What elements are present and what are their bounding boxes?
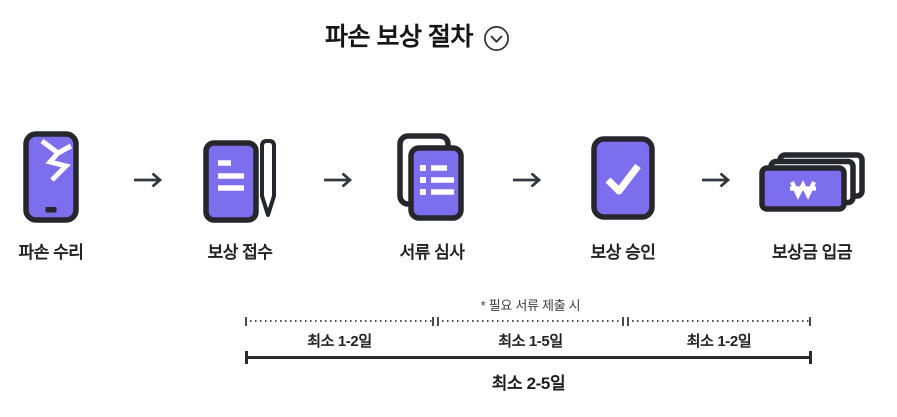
- flow-arrow-icon: [511, 171, 545, 189]
- page-title: 파손 보상 절차: [325, 23, 473, 51]
- chevron-down-circle-icon[interactable]: [483, 25, 510, 52]
- step-claim-submission: 보상 접수: [160, 125, 320, 263]
- total-duration-label: 최소 2-5일: [491, 374, 566, 393]
- step-approval: 보상 승인: [543, 125, 703, 263]
- cracked-phone-icon: [23, 131, 79, 223]
- step-icon-box: [203, 125, 277, 223]
- step-label: 보상 승인: [590, 243, 656, 262]
- step-label: 서류 심사: [399, 243, 465, 262]
- won-bills-icon: [759, 152, 865, 212]
- step-icon-box: [759, 125, 865, 223]
- step-icon-box: [397, 125, 467, 223]
- timeline-segment-1: 최소 1-2일: [245, 316, 434, 351]
- stacked-documents-icon: [397, 133, 464, 221]
- step-icon-box: [23, 125, 79, 223]
- step-label: 보상금 입금: [772, 243, 852, 262]
- segment-label: 최소 1-2일: [686, 333, 752, 350]
- dotted-range-line: [437, 316, 624, 326]
- step-icon-box: [591, 125, 655, 223]
- step-label: 보상 접수: [207, 243, 273, 262]
- total-range-line: [245, 351, 812, 364]
- step-document-review: 서류 심사: [352, 125, 512, 263]
- document-pen-icon: [203, 139, 276, 223]
- segment-label: 최소 1-2일: [307, 333, 372, 350]
- timeline-note: * 필요 서류 제출 시: [480, 298, 581, 313]
- procedure-header[interactable]: 파손 보상 절차: [325, 22, 510, 52]
- timeline-segment-2: 최소 1-5일: [437, 316, 624, 351]
- flow-arrow-icon: [700, 171, 734, 189]
- segment-label: 최소 1-5일: [498, 333, 563, 350]
- total-duration: 최소 2-5일: [245, 351, 812, 394]
- flow-arrow-icon: [322, 171, 356, 189]
- timeline-segment-3: 최소 1-2일: [627, 316, 811, 351]
- flow-arrow-icon: [132, 171, 166, 189]
- dotted-range-line: [245, 316, 434, 326]
- dotted-range-line: [627, 316, 811, 326]
- step-label: 파손 수리: [18, 243, 84, 262]
- step-damage-repair: 파손 수리: [0, 125, 131, 263]
- approved-card-check-icon: [591, 136, 655, 220]
- step-payout: 보상금 입금: [732, 125, 892, 263]
